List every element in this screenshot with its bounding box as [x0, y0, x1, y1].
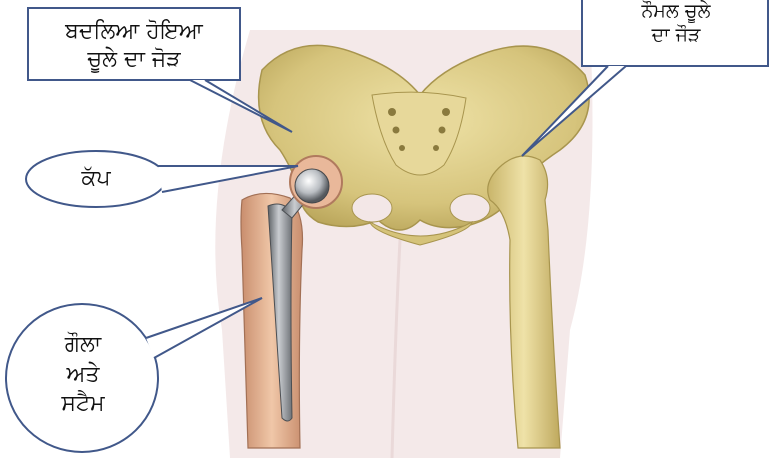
ball-stem-line1: ਗੌਲਾ [8, 330, 158, 360]
implant-ball [295, 169, 329, 203]
replaced-joint-line1: ਬਦਲਿਆ ਹੋਇਆ [28, 18, 240, 46]
hip-implant-head [290, 156, 342, 208]
normal-joint-line1: ਨੌਮਲ ਚੂਲੇ [582, 0, 770, 24]
replaced-joint-label: ਬਦਲਿਆ ਹੋਇਆ ਚੂਲੇ ਦਾ ਜੋੜ [28, 8, 240, 80]
replaced-femur [241, 190, 310, 448]
ball-stem-label: ਗੌਲਾ ਅਤੇ ਸਟੈਮ [8, 330, 158, 440]
cup-label: ਕੱਪ [28, 154, 164, 204]
ball-stem-line2: ਅਤੇ [8, 360, 158, 390]
replaced-joint-line2: ਚੂਲੇ ਦਾ ਜੋੜ [28, 46, 240, 74]
ball-stem-line3: ਸਟੈਮ [8, 389, 158, 419]
normal-joint-line2: ਦਾ ਜੌੜ [582, 24, 770, 48]
normal-joint-label: ਨੌਮਲ ਚੂਲੇ ਦਾ ਜੌੜ [582, 0, 770, 66]
